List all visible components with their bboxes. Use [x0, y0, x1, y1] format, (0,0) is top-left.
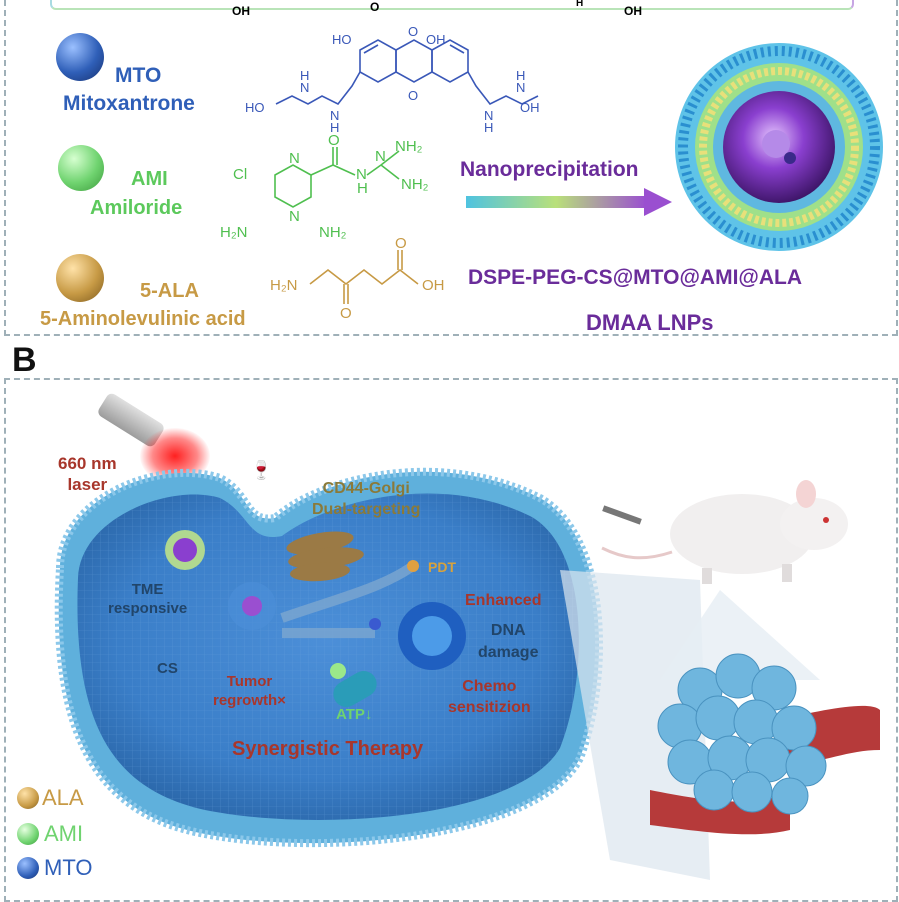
tumor-regrowth-label: Tumor regrowth×: [213, 673, 286, 709]
ala-sphere-icon: [56, 254, 104, 302]
panel-b-label: B: [12, 341, 37, 379]
pdt-label: PDT: [428, 559, 456, 575]
ami-atom-n: N: [356, 166, 367, 183]
ami-name: Amiloride: [90, 197, 183, 219]
ala-name: 5-Aminolevulinic acid: [40, 308, 246, 330]
atp-label: ATP↓: [336, 706, 373, 723]
mto-structure: HO OH O O HO N H N H N H N H OH: [245, 24, 540, 135]
laser-label: 660 nm laser: [58, 454, 117, 494]
top-strip-oh-left: OH: [232, 4, 250, 18]
top-gradient-strip: [50, 0, 854, 10]
product-formula: DSPE-PEG-CS@MTO@AMI@ALA: [468, 266, 803, 289]
mto-atom-n1: N: [300, 80, 309, 95]
mto-atom-oh-right: OH: [520, 100, 540, 115]
ami-structure: Cl N N H₂N NH₂ O N H N NH₂ NH₂: [220, 132, 429, 241]
mto-atom-h2: H: [330, 120, 339, 135]
mto-sphere-icon: [56, 33, 104, 81]
dna-damage-label: DNA damage: [478, 622, 539, 661]
tme-responsive-label: TME responsive: [108, 581, 188, 617]
ami-atom-h: H: [357, 180, 368, 197]
ala-atom-o-ketone: O: [340, 305, 352, 322]
ala-atom-o-acid: O: [395, 235, 407, 252]
mto-atom-h3: H: [484, 120, 493, 135]
cs-label: CS: [157, 660, 178, 677]
nanoprecipitation-label: Nanoprecipitation: [460, 158, 639, 181]
mto-atom-n3: N: [484, 108, 493, 123]
ala-structure: H₂N O O OH: [270, 235, 445, 322]
mto-abbr: MTO: [115, 64, 162, 87]
legend-mto-label: MTO: [44, 855, 93, 880]
ami-atom-o: O: [328, 132, 340, 149]
legend-ami-label: AMI: [44, 821, 84, 846]
legend-ala-icon: [17, 787, 39, 809]
legend-ala-label: ALA: [42, 785, 84, 810]
mouse-icon: [601, 480, 848, 584]
chemo-label: Chemo sensitizion: [448, 678, 531, 716]
ami-atom-nh2-ring: NH₂: [319, 224, 347, 241]
ala-atom-oh: OH: [422, 277, 445, 294]
ami-atom-h2n: H₂N: [220, 224, 248, 241]
enhanced-label: Enhanced: [465, 592, 542, 609]
legend-mto-icon: [17, 857, 39, 879]
ami-atom-nh2-top: NH₂: [395, 138, 423, 155]
product-name: DMAA LNPs: [586, 310, 714, 335]
receptor-icon-1: 🍷: [250, 460, 273, 480]
ami-abbr: AMI: [131, 168, 168, 190]
ami-atom-n-ring-bottom: N: [289, 208, 300, 225]
nanoprecipitation-arrow: [466, 188, 672, 216]
panel-a-frame: [4, 0, 898, 336]
dmaa-nanoparticle-icon: [675, 43, 883, 251]
ami-atom-n-eq: N: [375, 148, 386, 165]
tumor-cell-icon: [54, 467, 604, 848]
targeting-label: CD44-Golgi Dual-targeting: [312, 480, 421, 518]
ami-atom-n-ring-top: N: [289, 150, 300, 167]
tumor-cluster-icon: [650, 653, 880, 835]
mto-atom-o-top: O: [408, 24, 418, 39]
mto-atom-ho-left: HO: [245, 100, 265, 115]
ami-atom-cl: Cl: [233, 166, 247, 183]
ami-sphere-icon: [58, 145, 104, 191]
mto-atom-n2: N: [330, 108, 339, 123]
mto-name: Mitoxantrone: [63, 92, 195, 115]
ala-atom-h2n: H₂N: [270, 277, 298, 294]
top-strip-o: O: [370, 0, 380, 14]
top-strip-oh-right: OH: [624, 4, 642, 18]
synergistic-label: Synergistic Therapy: [232, 738, 424, 760]
top-strip-h: H: [576, 0, 584, 9]
mto-atom-n4: N: [516, 80, 525, 95]
legend-ami-icon: [17, 823, 39, 845]
ami-atom-nh2-right: NH₂: [401, 176, 429, 193]
mto-atom-ho-top: HO: [332, 32, 352, 47]
mto-atom-oh-top: OH: [426, 32, 446, 47]
ala-abbr: 5-ALA: [140, 280, 199, 302]
mto-atom-h1: H: [300, 68, 309, 83]
mto-atom-h4: H: [516, 68, 525, 83]
mto-atom-o-bottom: O: [408, 88, 418, 103]
